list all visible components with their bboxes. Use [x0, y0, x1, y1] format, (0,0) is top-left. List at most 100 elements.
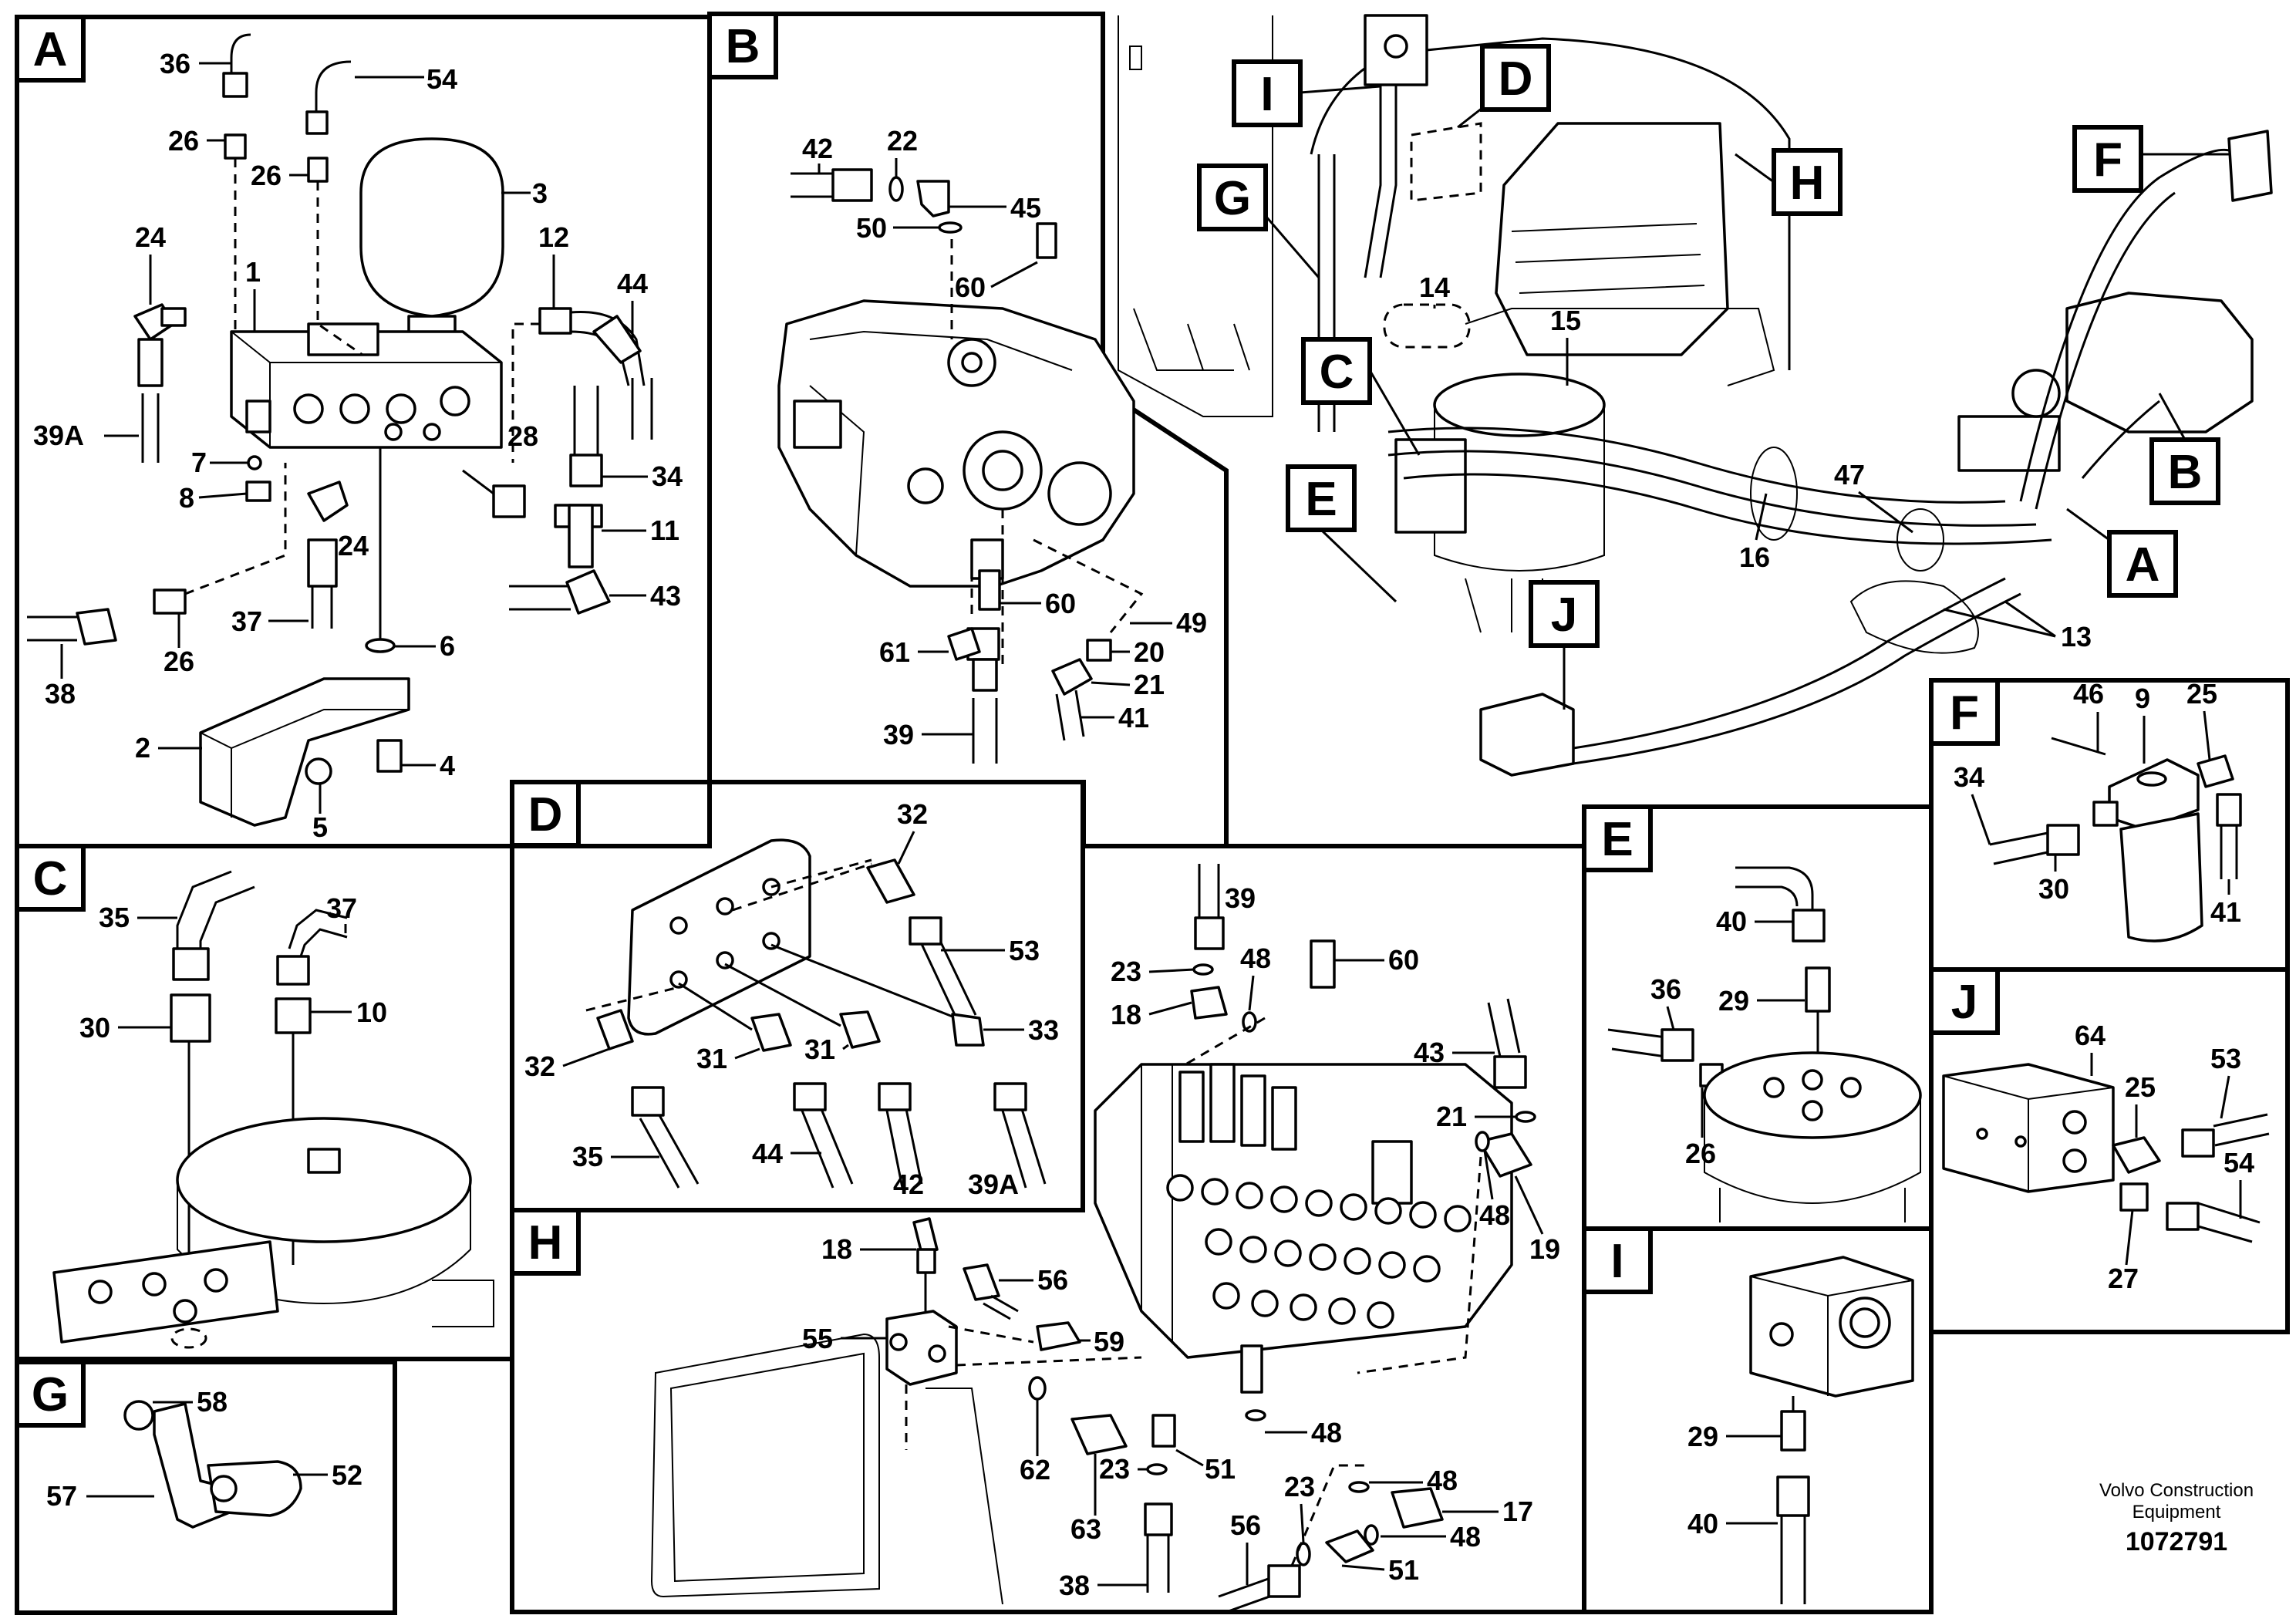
callout-44: 44 — [752, 1138, 783, 1169]
callout-20: 20 — [1134, 636, 1165, 668]
panel-a-label: A — [15, 15, 86, 83]
tee-block — [1749, 1256, 1914, 1398]
panel-j-letter: J — [1951, 976, 1977, 1029]
panel-f-letter: F — [1950, 686, 1979, 740]
callout-1: 1 — [245, 256, 261, 288]
control-valve-drawing — [1094, 864, 1536, 1421]
panel-i-frame — [1582, 1226, 1934, 1614]
callout-51: 51 — [1388, 1554, 1419, 1586]
panel-d-callouts: 32 53 32 31 31 33 35 44 42 39A — [524, 798, 1059, 1200]
panel-i-callouts: 29 40 — [1687, 1421, 1782, 1539]
callout-8: 8 — [179, 482, 194, 514]
panel-a-callouts: 36 54 26 26 3 24 1 12 44 39A 7 8 28 34 2… — [33, 48, 683, 843]
overview-marker-e-letter: E — [1305, 473, 1337, 526]
control-valve-callouts: 39 60 23 48 18 43 21 48 19 48 — [1111, 882, 1560, 1448]
overview-marker-b-letter: B — [2168, 446, 2203, 499]
callout-32: 32 — [897, 798, 928, 830]
panel-f-drawing — [1989, 737, 2242, 943]
callout-6: 6 — [440, 630, 455, 662]
callout-12: 12 — [538, 221, 569, 253]
callout-21: 21 — [1134, 669, 1165, 700]
filter-bowl — [2119, 812, 2203, 943]
callout-33: 33 — [1028, 1014, 1059, 1046]
overview-marker-h: H — [1735, 148, 1843, 216]
callout-24: 24 — [338, 530, 369, 561]
panel-a-drawing — [27, 33, 653, 827]
overview-marker-d-letter: D — [1499, 52, 1533, 106]
callout-30: 30 — [2038, 873, 2069, 905]
callout-36: 36 — [1650, 973, 1681, 1005]
overview-marker-i: I — [1232, 59, 1381, 127]
panel-b-label: B — [707, 12, 778, 79]
callout-28: 28 — [507, 420, 538, 452]
callout-23: 23 — [1111, 956, 1141, 987]
callout-26: 26 — [251, 160, 282, 191]
panel-a-letter: A — [33, 23, 68, 76]
callout-55: 55 — [802, 1323, 833, 1354]
callout-48: 48 — [1479, 1199, 1510, 1231]
swivel-top — [1703, 1051, 1922, 1139]
swivel-drum — [176, 1117, 472, 1243]
panel-e-label: E — [1582, 804, 1653, 872]
panel-g-label: G — [15, 1360, 86, 1428]
callout-47: 47 — [1834, 459, 1865, 491]
panel-e-callouts: 40 36 29 26 — [1650, 905, 1805, 1169]
callout-60: 60 — [955, 271, 986, 303]
overview-drawing — [1118, 14, 2273, 777]
panel-h-drawing — [650, 1217, 1444, 1614]
panel-d-label: D — [510, 780, 581, 848]
callout-5: 5 — [312, 811, 328, 843]
panel-frames — [15, 12, 2290, 1615]
callout-39a: 39A — [33, 420, 84, 451]
callout-27: 27 — [2108, 1263, 2139, 1294]
overview-marker-g-letter: G — [1214, 172, 1251, 225]
callout-51: 51 — [1205, 1453, 1236, 1485]
callout-31: 31 — [696, 1043, 727, 1074]
panel-f-callouts: 46 9 25 34 30 41 — [1954, 678, 2241, 928]
valve-port-row — [1166, 1174, 1472, 1329]
overview-marker-a-letter: A — [2126, 538, 2160, 592]
panel-i-letter: I — [1610, 1235, 1623, 1288]
panel-i-drawing — [1749, 1256, 1914, 1604]
callout-62: 62 — [1020, 1454, 1050, 1485]
overview-marker-h-letter: H — [1790, 157, 1825, 210]
callout-18: 18 — [821, 1233, 852, 1265]
callout-59: 59 — [1094, 1326, 1124, 1357]
overview-marker-d: D — [1457, 44, 1551, 129]
panel-b-letter: B — [726, 20, 760, 73]
callout-60: 60 — [1045, 588, 1076, 619]
mounting-bracket — [199, 677, 410, 827]
callout-26: 26 — [164, 646, 194, 677]
callout-38: 38 — [45, 678, 76, 710]
callout-29: 29 — [1687, 1421, 1718, 1452]
panel-c-letter: C — [33, 852, 68, 905]
callout-26: 26 — [168, 125, 199, 157]
callout-23: 23 — [1099, 1453, 1130, 1485]
callout-44: 44 — [617, 268, 648, 299]
callout-4: 4 — [440, 750, 455, 781]
panel-g-letter: G — [32, 1368, 69, 1421]
callout-29: 29 — [1718, 985, 1749, 1017]
overview-marker-g: G — [1197, 164, 1320, 278]
footer: Volvo Construction Equipment 1072791 — [2099, 1480, 2254, 1556]
callout-46: 46 — [2073, 678, 2104, 710]
panel-d-drawing — [585, 838, 1047, 1189]
panel-c-callouts: 37 35 10 30 — [79, 892, 387, 1044]
callout-31: 31 — [804, 1034, 835, 1065]
callout-32: 32 — [524, 1050, 555, 1082]
callout-48: 48 — [1450, 1521, 1481, 1553]
callout-43: 43 — [1414, 1037, 1445, 1068]
callout-21: 21 — [1436, 1101, 1467, 1132]
callout-39a: 39A — [968, 1168, 1019, 1200]
overview-marker-f: F — [2072, 125, 2229, 193]
overview-markers: I D G H F C E — [1197, 44, 2229, 710]
callout-56: 56 — [1037, 1264, 1068, 1296]
callout-35: 35 — [99, 902, 130, 933]
overview-control-valve — [1495, 122, 1729, 356]
panel-g-drawing — [123, 1400, 302, 1529]
overview-swivel — [1433, 373, 1606, 437]
callout-56: 56 — [1230, 1509, 1261, 1541]
overview-pump — [2065, 292, 2254, 433]
overview-marker-e: E — [1286, 464, 1397, 603]
callout-36: 36 — [160, 48, 190, 79]
